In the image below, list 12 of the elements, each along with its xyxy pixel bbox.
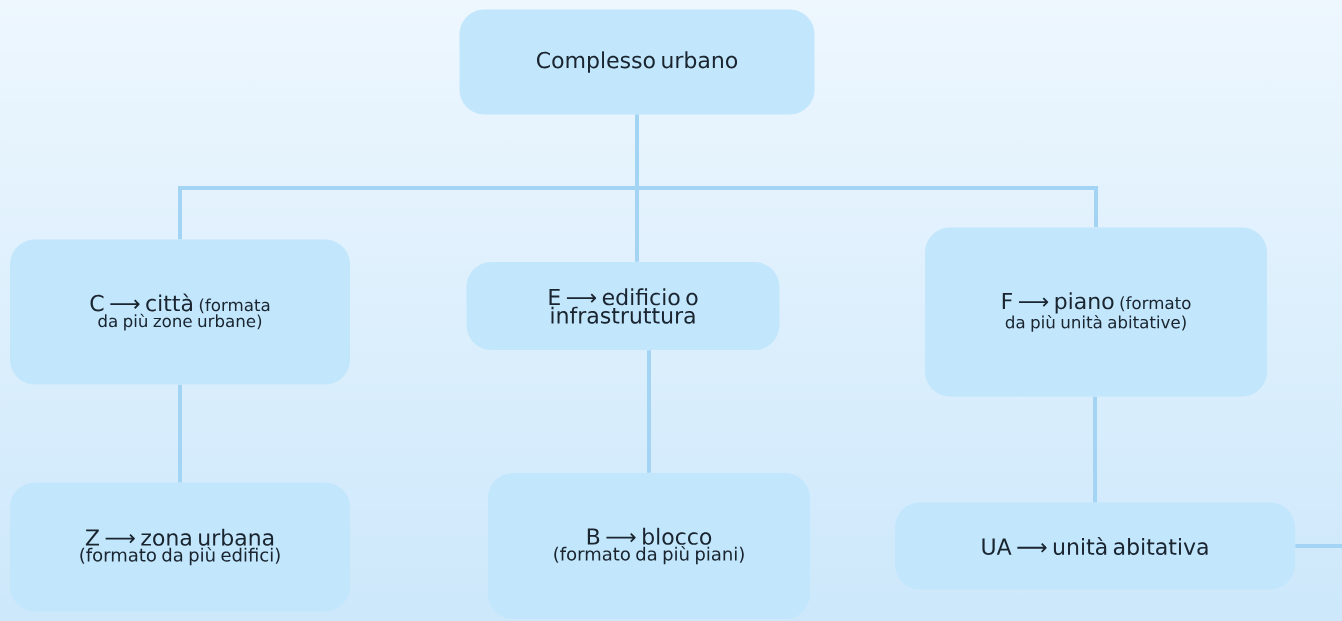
connector-line: [635, 114, 1098, 228]
concept-box: Complesso urbano: [459, 9, 815, 115]
concept-box: UA ⟶ unità abitativa: [895, 502, 1295, 590]
concept-box: Z ⟶ zona urbana (formato da più edifici): [10, 482, 350, 612]
concept-box: B ⟶ blocco (formato da più piani): [488, 473, 810, 619]
concept-box: E ⟶ edificio o infrastruttura: [466, 262, 780, 350]
concept-box: C ⟶ città (formata da più zone urbane): [10, 239, 350, 385]
connector-line: [1093, 396, 1097, 503]
connector-line: [647, 350, 651, 473]
connector-line: [1295, 544, 1342, 548]
concept-box: F ⟶ piano (formato da più unità abitative): [925, 227, 1267, 397]
connector-line: [178, 384, 182, 483]
